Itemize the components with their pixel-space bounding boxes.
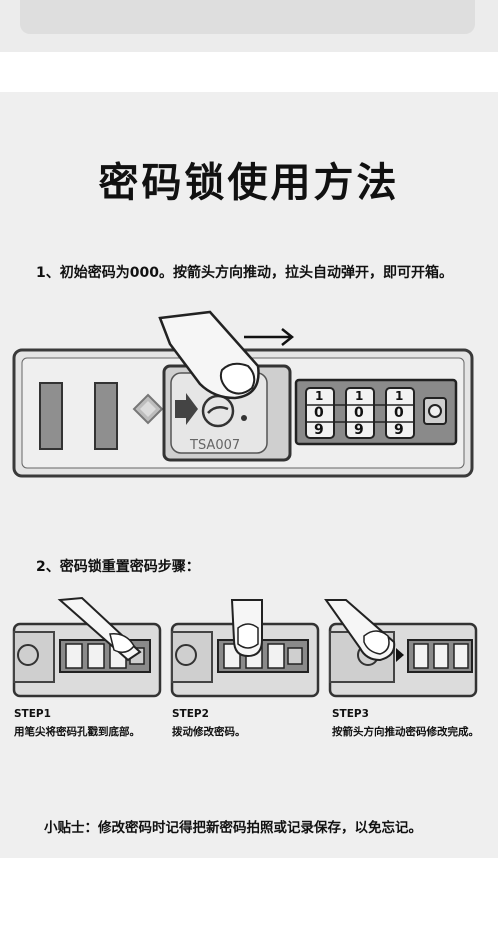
dial-2[interactable] — [345, 387, 375, 439]
step-3-panel — [324, 599, 478, 698]
dial-3-top: 1 — [395, 389, 404, 403]
instruction-2: 2、密码锁重置密码步骤： — [36, 559, 200, 575]
top-band-inner — [20, 0, 475, 34]
dial-2-bottom: 9 — [354, 422, 364, 438]
dial-1-top: 1 — [315, 389, 324, 403]
step-3-label: STEP3 — [332, 708, 369, 720]
finger-push-icon — [324, 599, 396, 662]
page-title: 密码锁使用方法 — [98, 160, 400, 206]
dial-1-mid: 0 — [314, 405, 324, 421]
step-2-text: 拨动修改密码。 — [172, 726, 246, 738]
dial-3-mid: 0 — [394, 405, 404, 421]
step-1-label: STEP1 — [14, 708, 51, 720]
instruction-1: 1、初始密码为000。按箭头方向推动，拉头自动弹开，即可开箱。 — [36, 265, 453, 281]
lock-model: TSA007 — [190, 438, 241, 453]
dial-1[interactable] — [305, 387, 335, 439]
top-band — [0, 0, 498, 52]
brand-logo-icon — [132, 393, 164, 425]
finger-icon — [230, 599, 263, 658]
dial-3[interactable] — [385, 387, 415, 439]
dial-2-top: 1 — [355, 389, 364, 403]
step-1-text: 用笔尖将密码孔戳到底部。 — [14, 726, 140, 738]
step-3-arrow-icon — [396, 648, 404, 662]
pen-icon — [57, 596, 142, 662]
dial-1-bottom: 9 — [314, 422, 324, 438]
step-3-text: 按箭头方向推动密码修改完成。 — [332, 726, 479, 738]
dial-housing — [294, 378, 458, 446]
step-2-label: STEP2 — [172, 708, 209, 720]
step-2-panel — [170, 599, 320, 698]
slide-arrow-icon — [175, 393, 198, 425]
fingertip-icon — [158, 310, 260, 400]
tip-text: 小贴士：修改密码时记得把新密码拍照或记录保存，以免忘记。 — [44, 820, 422, 836]
step-1-panel — [12, 596, 162, 698]
push-arrow-icon — [244, 328, 295, 346]
strap-slot-left — [39, 382, 63, 450]
dial-3-bottom: 9 — [394, 422, 404, 438]
dial-2-mid: 0 — [354, 405, 364, 421]
strap-slot-right — [94, 382, 118, 450]
